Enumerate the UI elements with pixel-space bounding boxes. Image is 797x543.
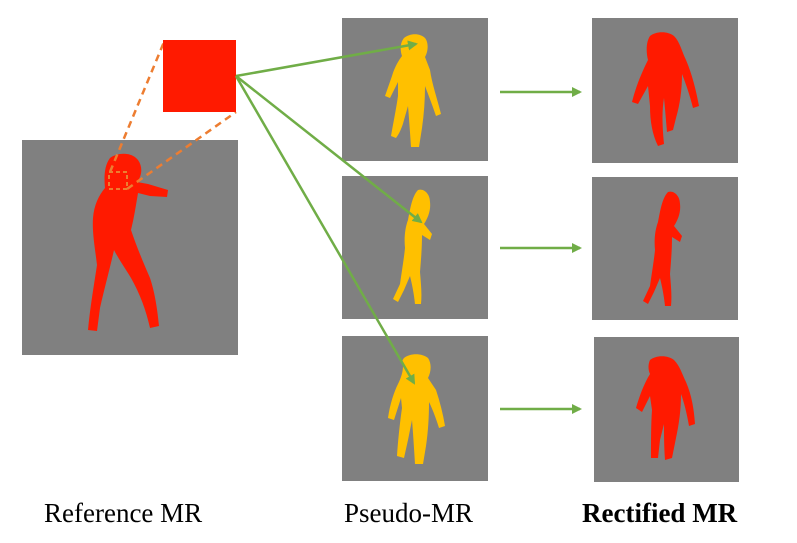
zoom-patch-group [108,40,237,191]
zoom-line-bottom [126,110,237,191]
arrow-patch-to-pseudo-3 [234,75,416,385]
zoom-source-box [108,171,128,190]
reference-mask [88,153,168,331]
pseudo-mask-1 [385,34,441,147]
pseudo-panel-1 [342,18,488,161]
patch-to-pseudo-arrows [234,40,423,385]
pseudo-panel-3 [342,336,488,481]
rectified-panel-3 [594,337,739,482]
rectified-mask-2 [643,191,682,306]
rectified-mask-3 [636,356,695,460]
rectified-panel-1 [592,18,738,163]
reference-panel [22,140,238,355]
arrow-patch-to-pseudo-1 [235,40,418,78]
rectified-mask-1 [632,32,699,146]
arrow-patch-to-pseudo-2 [235,75,423,224]
caption-rectified-mr: Rectified MR [582,498,738,528]
pseudo-mask-3 [388,354,445,464]
caption-reference-mr: Reference MR [44,498,203,528]
rectified-panel-2 [592,177,738,320]
zoom-patch [163,40,236,112]
pseudo-to-rectified-arrows [500,87,582,414]
caption-pseudo-mr: Pseudo-MR [344,498,474,528]
